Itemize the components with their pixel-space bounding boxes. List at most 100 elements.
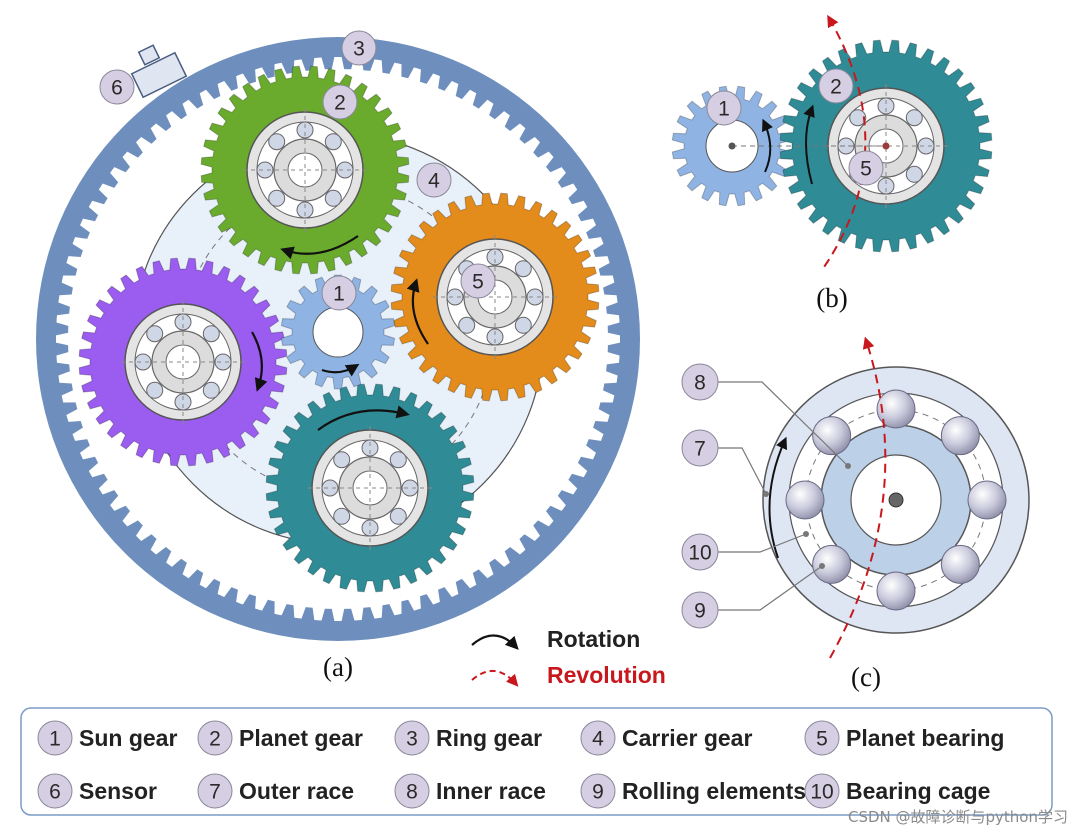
sun-gear: [280, 274, 396, 390]
legend-label: Rolling elements: [622, 778, 806, 804]
badge-inner-race: 8: [681, 363, 719, 401]
badge-planet-bearing-a: 5: [460, 263, 496, 299]
bearing-ball: [389, 451, 407, 469]
legend-label: Planet bearing: [846, 725, 1004, 751]
sun-center-b: [728, 142, 736, 150]
legend-number: 4: [592, 728, 604, 751]
legend-label: Sun gear: [79, 725, 177, 751]
rolling-element-ball: [876, 389, 916, 429]
legend-number: 9: [592, 781, 604, 804]
planet-bearing: [121, 300, 245, 424]
legend-label: Planet gear: [239, 725, 363, 751]
planet-gear-right: [390, 192, 600, 402]
svg-text:3: 3: [353, 38, 365, 61]
bearing-ball: [336, 161, 354, 179]
bearing-ball: [849, 109, 867, 127]
bearing-ball: [514, 260, 532, 278]
legend-number: 7: [209, 781, 221, 804]
revolution-legend-label: Revolution: [547, 662, 666, 688]
rolling-element-ball: [967, 480, 1007, 520]
caption-c: (c): [851, 662, 881, 692]
svg-text:10: 10: [688, 542, 711, 565]
bearing-ball: [877, 177, 895, 195]
svg-text:7: 7: [694, 438, 706, 461]
svg-text:2: 2: [334, 92, 346, 115]
rotation-arrow: [280, 235, 359, 260]
rolling-element-ball: [940, 544, 980, 584]
legend-number: 6: [49, 781, 61, 804]
svg-text:1: 1: [718, 98, 730, 121]
badge-sun-gear-b: 1: [706, 90, 742, 126]
svg-text:5: 5: [472, 271, 484, 294]
badge-sun-gear-a: 1: [321, 275, 357, 311]
leader-line-10: [718, 533, 807, 553]
svg-text:1: 1: [333, 283, 345, 306]
sensor-icon: [130, 44, 188, 99]
bearing-ball: [333, 451, 351, 469]
legend-number-badge: [394, 720, 430, 756]
legend-item: 5 Planet bearing: [804, 720, 1004, 756]
caption-a: (a): [323, 652, 353, 682]
badge-ring-gear: 3: [341, 30, 377, 66]
bearing-ball: [333, 507, 351, 525]
badge-planet-gear-b: 2: [818, 68, 854, 104]
rolling-element-ball: [876, 571, 916, 611]
bearing-ball: [324, 189, 342, 207]
legend-label: Carrier gear: [622, 725, 752, 751]
bearing-ball: [174, 313, 192, 331]
legend-number-badge: [804, 720, 840, 756]
legend-number: 8: [406, 781, 418, 804]
legend-item: 6 Sensor: [37, 773, 157, 809]
rolling-element-ball: [812, 544, 852, 584]
bearing-ball: [486, 328, 504, 346]
planet-bearing: [243, 108, 367, 232]
legend-label: Sensor: [79, 778, 157, 804]
parts-legend-frame: [20, 707, 1053, 816]
rotation-arrow-planet-b: [803, 104, 815, 185]
bearing-ball: [146, 325, 164, 343]
badge-carrier: 4: [416, 162, 452, 198]
legend-item: 4 Carrier gear: [580, 720, 752, 756]
legend-number-badge: [37, 773, 73, 809]
rotation-arrow: [317, 405, 410, 431]
bearing-ball: [446, 288, 464, 306]
legend-number-badge: [37, 720, 73, 756]
bearing-ball: [134, 353, 152, 371]
badge-planet-bearing-b: 5: [848, 150, 884, 186]
bearing-ball: [526, 288, 544, 306]
bearing-ball: [361, 519, 379, 537]
bearing-ball: [458, 316, 476, 334]
revolution-path-c: [829, 336, 887, 659]
bearing-ball: [146, 381, 164, 399]
part-badges: 3 6 2 4 5 1 1 2 5 8 7 10 9: [99, 30, 884, 629]
rotation-arrow: [321, 363, 360, 377]
rotation-legend-icon: [471, 634, 519, 650]
legend-item: 9 Rolling elements: [580, 773, 806, 809]
svg-text:4: 4: [428, 170, 440, 193]
legend-number: 5: [816, 728, 828, 751]
bearing-ball: [202, 325, 220, 343]
svg-text:5: 5: [860, 158, 872, 181]
rotation-arrow: [251, 331, 268, 392]
revolution-path-b: [821, 14, 867, 271]
leader-line-8: [718, 381, 849, 467]
badge-planet-gear-a: 2: [322, 84, 358, 120]
bearing-ball: [296, 201, 314, 219]
panel-c: [718, 336, 1030, 659]
badge-bearing-cage: 10: [681, 533, 719, 571]
revolution-legend-icon: [471, 670, 519, 687]
motion-legend: Rotation Revolution: [471, 626, 666, 688]
rolling-element-ball: [940, 416, 980, 456]
bearing-ball: [389, 507, 407, 525]
rolling-element-ball: [785, 480, 825, 520]
bearing-ball: [268, 189, 286, 207]
caption-b: (b): [816, 283, 847, 313]
bearing-ball: [202, 381, 220, 399]
legend-number-badge: [580, 720, 616, 756]
legend-number: 10: [810, 781, 833, 804]
